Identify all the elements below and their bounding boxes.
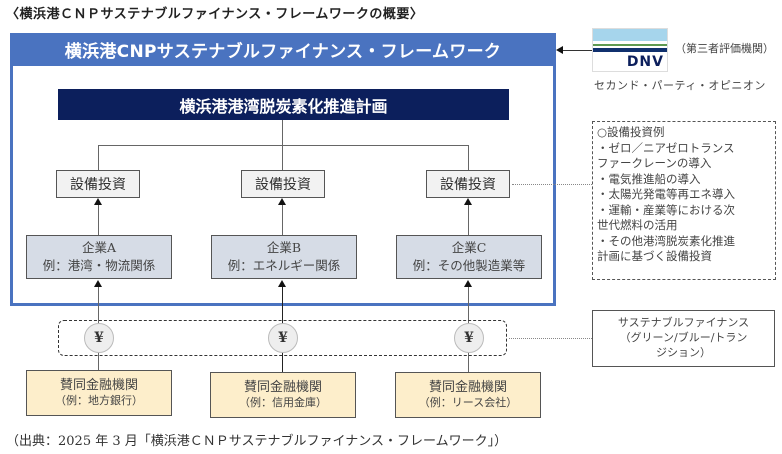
second-party-opinion-label: セカンド・パーティ・オピニオン — [594, 79, 766, 92]
bank-name: 賛同金融機関 — [59, 377, 138, 393]
bank-example: （例：リース会社） — [418, 396, 518, 410]
company-box-c: 企業C 例：その他製造業等 — [396, 235, 542, 279]
bank-box-b: 賛同金融機関 （例：信用金庫） — [210, 372, 356, 418]
finance-connector — [509, 338, 592, 339]
dnv-logo-text: DNV — [626, 54, 664, 70]
company-name: 企業A — [81, 239, 117, 255]
yen-icon: ¥ — [454, 323, 484, 353]
arrow-up-icon — [94, 280, 102, 287]
arrow-up-icon — [94, 198, 102, 205]
examples-line: ・電気推進船の導入 — [597, 171, 701, 186]
connector-to-investment-c — [468, 145, 469, 170]
investment-box-b: 設備投資 — [241, 170, 325, 198]
connector-to-investment-b — [282, 145, 283, 170]
arrow-company-b-shaft — [282, 204, 283, 235]
company-name: 企業C — [451, 239, 487, 255]
arrow-up-icon — [278, 198, 286, 205]
source-citation: （出典：2025 年 3 月「横浜港ＣＮＰサステナブルファイナンス・フレームワー… — [6, 434, 508, 449]
evaluator-arrow-shaft — [562, 50, 592, 51]
plan-connector-horizontal — [98, 145, 469, 146]
bank-box-a: 賛同金融機関 （例：地方銀行） — [26, 370, 172, 416]
diagram-title: 〈横浜港ＣＮＰサステナブルファイナンス・フレームワークの概要〉 — [6, 7, 424, 22]
plan-connector-vertical — [282, 120, 283, 146]
sustainable-finance-box: サステナブルファイナンス （グリーン/ブルー/トラン ジション） — [592, 310, 775, 367]
arrow-company-a-shaft — [98, 204, 99, 235]
arrow-company-c-shaft — [468, 204, 469, 235]
company-example: 例：エネルギー関係 — [227, 258, 341, 273]
examples-heading: ○設備投資例 — [597, 125, 665, 139]
examples-line: ・運輸・産業等における次 — [597, 202, 735, 217]
examples-line: ・その他港湾脱炭素化推進 — [597, 233, 735, 248]
company-box-b: 企業B 例：エネルギー関係 — [211, 235, 357, 279]
yen-icon: ¥ — [268, 323, 298, 353]
finance-label-line: サステナブルファイナンス — [617, 316, 750, 329]
arrow-up-icon — [464, 198, 472, 205]
sustainable-finance-band — [58, 320, 507, 356]
bank-name: 賛同金融機関 — [243, 379, 322, 395]
examples-line: ・太陽光発電等再エネ導入 — [597, 187, 735, 201]
bank-name: 賛同金融機関 — [428, 379, 507, 395]
arrow-up-icon — [464, 280, 472, 287]
company-name: 企業B — [266, 239, 302, 255]
examples-line: ファークレーンの導入 — [597, 156, 712, 170]
framework-header: 横浜港CNPサステナブルファイナンス・フレームワーク — [10, 33, 556, 66]
company-box-a: 企業A 例：港湾・物流関係 — [26, 235, 172, 279]
yen-icon: ¥ — [84, 323, 114, 353]
bank-box-c: 賛同金融機関 （例：リース会社） — [395, 372, 541, 418]
investment-box-a: 設備投資 — [56, 170, 140, 198]
connector-to-investment-a — [98, 145, 99, 170]
investment-examples-box: ○設備投資例 ・ゼロ／ニアゼロトランス ファークレーンの導入 ・電気推進船の導入… — [592, 121, 776, 280]
investment-box-c: 設備投資 — [426, 170, 510, 198]
company-example: 例：その他製造業等 — [412, 258, 526, 273]
decarbonization-plan-bar: 横浜港港湾脱炭素化推進計画 — [58, 89, 509, 120]
arrow-left-icon — [556, 46, 563, 54]
evaluator-role: （第三者評価機関） — [675, 42, 774, 55]
arrow-up-icon — [278, 280, 286, 287]
company-example: 例：港湾・物流関係 — [42, 258, 156, 273]
finance-label-line: （グリーン/ブルー/トラン — [619, 331, 748, 344]
examples-line: 計画に基づく設備投資 — [597, 249, 712, 263]
examples-line: 世代燃料の活用 — [597, 218, 678, 232]
examples-line: ・ゼロ／ニアゼロトランス — [597, 140, 735, 155]
examples-connector — [512, 184, 592, 185]
bank-example: （例：地方銀行） — [55, 394, 143, 408]
bank-example: （例：信用金庫） — [239, 396, 327, 410]
finance-label-line: ジション） — [656, 346, 711, 359]
dnv-logo: DNV — [592, 28, 668, 72]
